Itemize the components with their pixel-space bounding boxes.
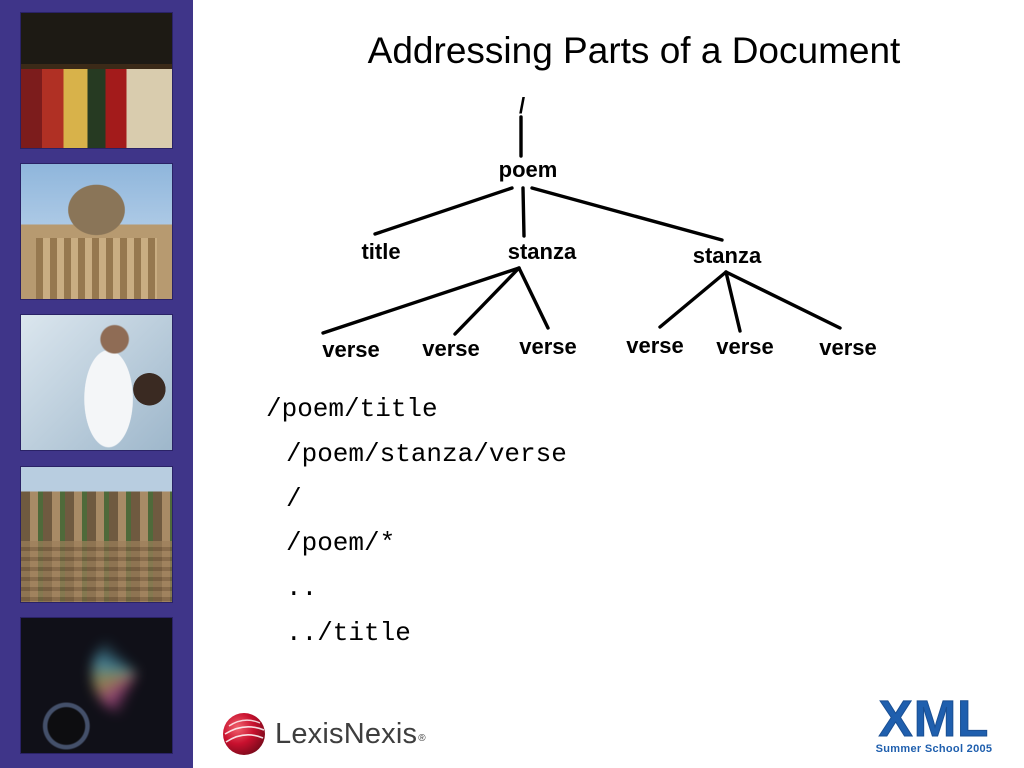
node-poem: poem xyxy=(499,157,558,182)
xpath-example: / xyxy=(286,483,302,514)
edge-poem-title xyxy=(373,186,514,236)
xpath-example: /poem/* xyxy=(286,528,396,559)
lexisnexis-wordmark: LexisNexis xyxy=(275,717,418,750)
document-tree-diagram: / poem title stanza stanza verse verse v… xyxy=(321,93,877,362)
slide-title: Addressing Parts of a Document xyxy=(367,30,901,71)
node-title: title xyxy=(361,239,400,264)
edge-stanza1-verse-2 xyxy=(453,266,521,336)
node-verse: verse xyxy=(626,333,684,358)
xpath-example: /poem/title xyxy=(266,394,438,424)
bookshelf-photo xyxy=(20,12,173,149)
domed-library-photo xyxy=(20,163,173,300)
xpath-example: .. xyxy=(286,573,318,604)
node-verse: verse xyxy=(422,336,480,361)
edge-stanza1-verse-1 xyxy=(321,266,521,335)
doctor-photo xyxy=(20,314,173,451)
edge-poem-stanza-1 xyxy=(521,186,526,238)
node-verse: verse xyxy=(819,335,877,360)
node-stanza-2: stanza xyxy=(693,243,762,268)
node-verse: verse xyxy=(519,334,577,359)
lexisnexis-sphere-icon xyxy=(223,713,265,755)
lexisnexis-logo: LexisNexis® xyxy=(222,712,426,756)
xpath-example: /poem/stanza/verse xyxy=(286,438,567,469)
node-root: / xyxy=(519,93,525,118)
node-stanza-1: stanza xyxy=(508,239,577,264)
xml-summer-school-logo: XML Summer School 2005 xyxy=(864,690,1004,756)
edge-stanza2-verse-1 xyxy=(658,270,728,329)
xpath-examples-list: /poem/title /poem/stanza/verse / /poem/*… xyxy=(266,392,567,661)
photo-sidebar xyxy=(0,0,193,768)
compact-disc-photo xyxy=(20,617,173,754)
edge-stanza2-verse-2 xyxy=(724,270,742,333)
edge-stanza2-verse-3 xyxy=(724,270,842,330)
xpath-example: ../title xyxy=(286,617,411,648)
registered-mark: ® xyxy=(418,732,426,744)
xml-wordmark: XML xyxy=(878,690,990,747)
edge-stanza1-verse-3 xyxy=(517,266,550,330)
city-rooftops-photo xyxy=(20,466,173,603)
edge-poem-stanza-2 xyxy=(530,186,724,242)
summer-school-caption: Summer School 2005 xyxy=(875,743,993,755)
node-verse: verse xyxy=(716,334,774,359)
node-verse: verse xyxy=(322,337,380,362)
